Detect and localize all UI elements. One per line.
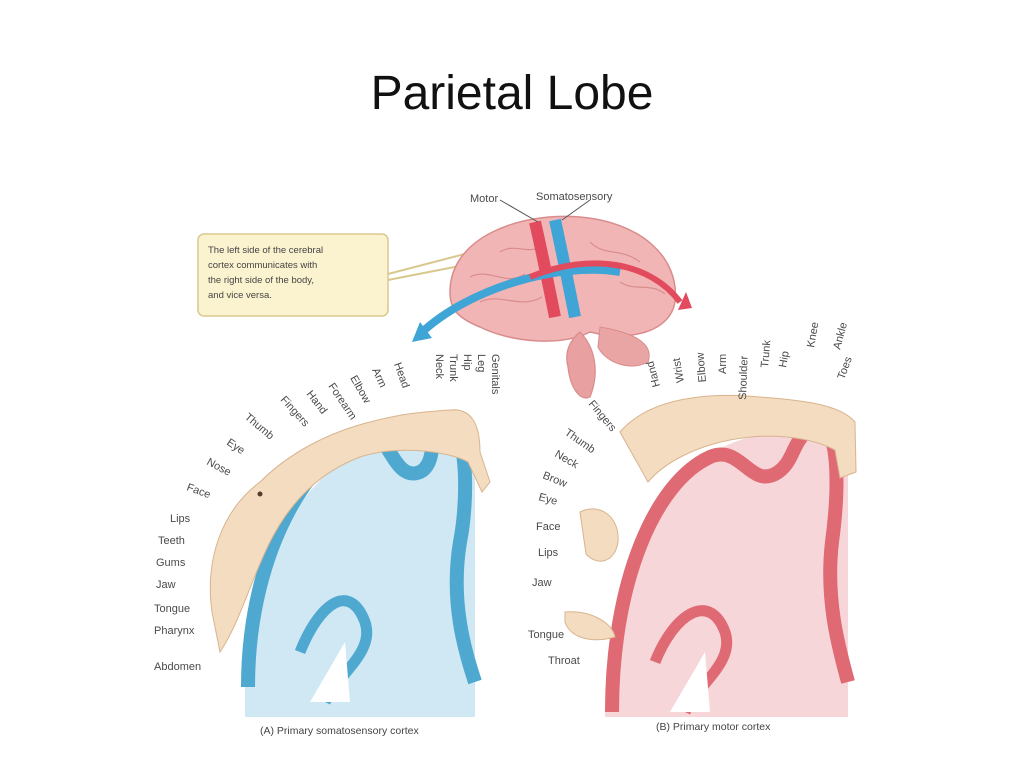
label-shoulder: Shoulder	[737, 355, 751, 400]
callout-line: and vice versa.	[208, 290, 272, 301]
label-jaw-b: Jaw	[532, 577, 552, 589]
label-eye-b: Eye	[537, 491, 558, 508]
label-ankle: Ankle	[831, 321, 850, 351]
label-neck: Neck	[433, 354, 445, 380]
brain-illustration: Motor Somatosensory	[412, 191, 692, 399]
label-arm: Arm	[369, 366, 388, 389]
caption-panel-b: (B) Primary motor cortex	[656, 721, 771, 733]
label-toes: Toes	[836, 355, 855, 381]
callout-box: The left side of the cerebral cortex com…	[197, 233, 481, 317]
label-tongue: Tongue	[154, 603, 190, 615]
slide-title: Parietal Lobe	[370, 67, 654, 120]
label-fingers-b: Fingers	[586, 398, 619, 434]
panel-a-somatosensory	[209, 409, 491, 717]
label-leg: Leg	[475, 354, 487, 372]
label-thumb: Thumb	[242, 411, 276, 442]
label-pharynx: Pharynx	[154, 625, 195, 637]
callout-line: the right side of the body,	[208, 275, 314, 286]
label-trunk: Trunk	[447, 354, 459, 382]
figure-svg: The left side of the cerebral cortex com…	[154, 191, 857, 737]
label-genitals: Genitals	[489, 354, 501, 395]
label-thumb-b: Thumb	[562, 427, 597, 456]
caption-panel-a: (A) Primary somatosensory cortex	[260, 725, 419, 737]
panel-b-motor	[564, 394, 857, 717]
label-face: Face	[185, 482, 212, 502]
label-eye: Eye	[224, 437, 246, 458]
label-tongue-b: Tongue	[528, 629, 564, 641]
label-lips: Lips	[170, 513, 191, 525]
label-teeth: Teeth	[158, 535, 185, 547]
label-trunk-b: Trunk	[759, 339, 773, 368]
label-lips-b: Lips	[538, 547, 559, 559]
label-knee: Knee	[805, 321, 821, 348]
label-hip: Hip	[461, 354, 473, 371]
homunculus-figure: The left side of the cerebral cortex com…	[150, 182, 870, 742]
label-gums: Gums	[156, 557, 186, 569]
label-wrist: Wrist	[671, 357, 687, 384]
label-hip-b: Hip	[777, 350, 792, 368]
label-nose: Nose	[205, 456, 233, 479]
somatosensory-label: Somatosensory	[536, 191, 613, 203]
label-arm-b: Arm	[717, 354, 729, 374]
label-neck-b: Neck	[553, 448, 581, 471]
label-jaw: Jaw	[156, 579, 176, 591]
label-abdomen: Abdomen	[154, 661, 201, 673]
label-face-b: Face	[536, 521, 560, 533]
callout-line: cortex communicates with	[208, 260, 317, 271]
callout-line: The left side of the cerebral	[208, 245, 323, 256]
label-throat: Throat	[548, 655, 580, 667]
label-elbow-b: Elbow	[694, 352, 709, 383]
motor-label: Motor	[470, 193, 498, 205]
label-brow: Brow	[541, 470, 569, 491]
label-elbow: Elbow	[347, 374, 372, 406]
label-head: Head	[391, 361, 411, 390]
label-hand-b: Hand	[645, 360, 663, 389]
label-hand: Hand	[304, 388, 330, 416]
